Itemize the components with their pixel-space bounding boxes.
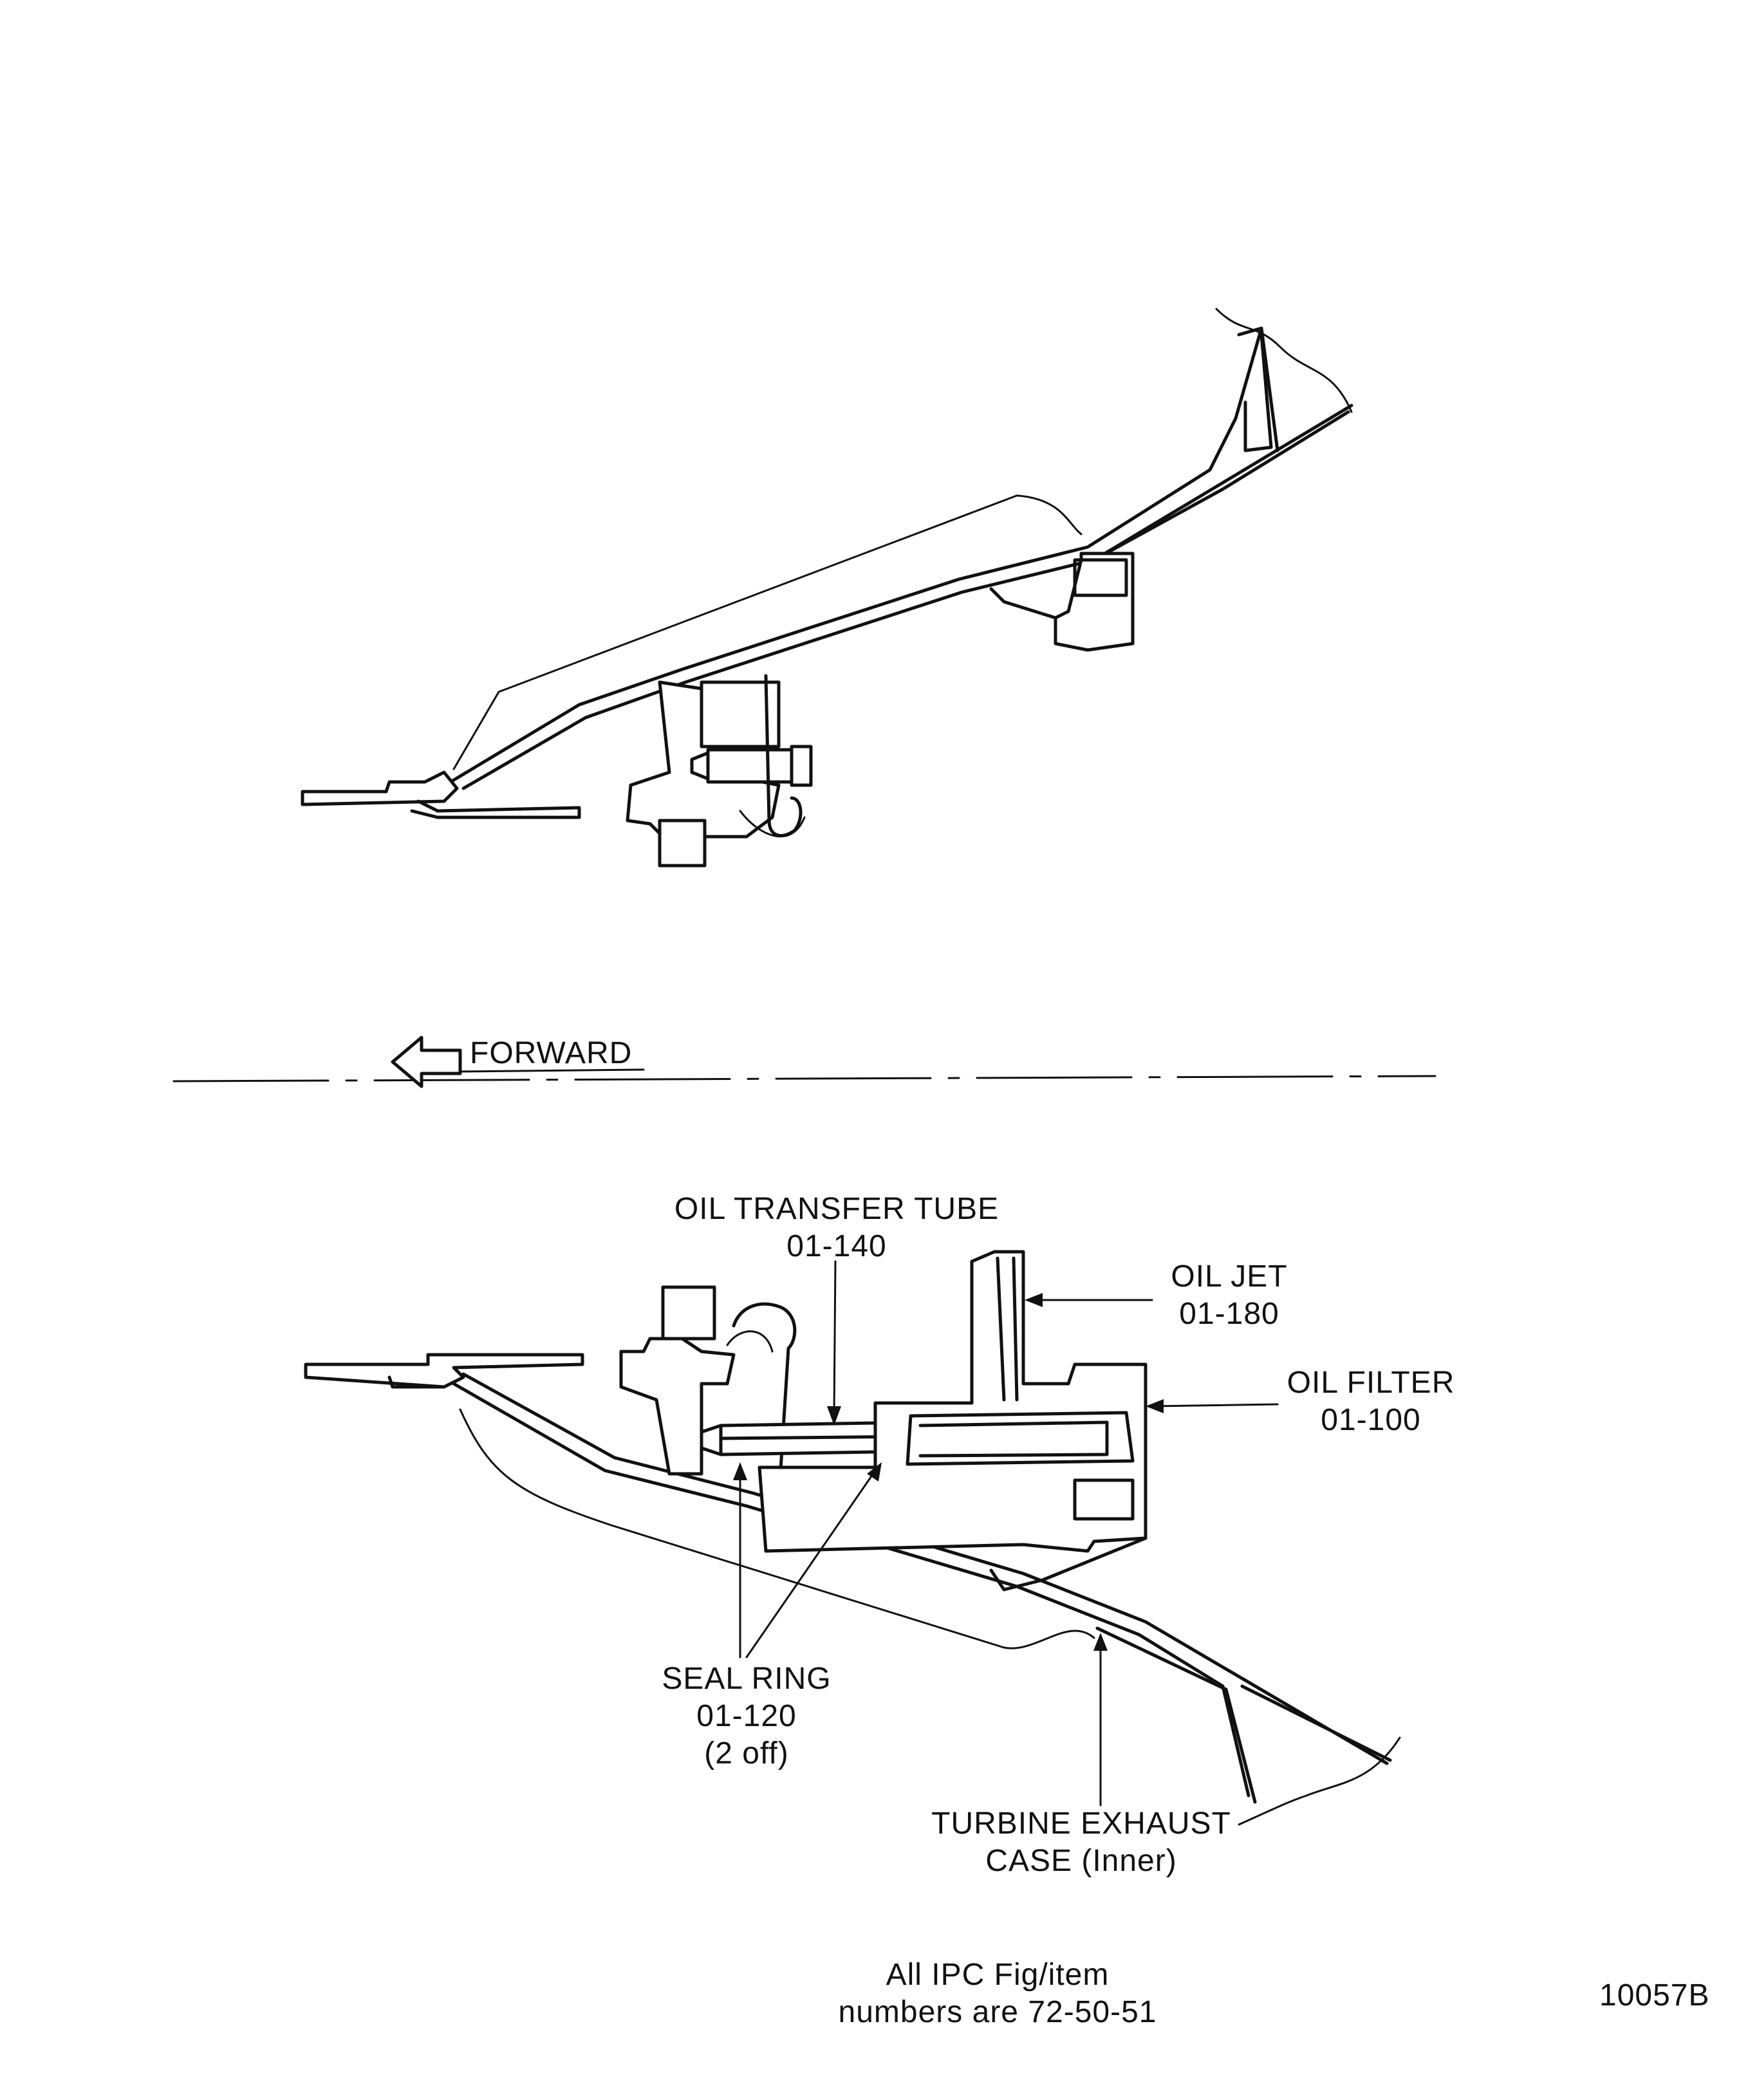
seal-ring-arrowhead-1 [733,1462,747,1480]
lower-lockwire [726,1330,774,1353]
ipc-footnote: All IPC Fig/item numbers are 72-50-51 [798,1956,1197,2031]
oil-transfer-tube-name: OIL TRANSFER TUBE [674,1192,999,1226]
oil-transfer-tube-ref: 01-140 [786,1229,887,1263]
turbine-exhaust-case-callout: TURBINE EXHAUST CASE (Inner) [920,1805,1242,1880]
callout-leaders [733,1260,1279,1807]
oil-jet-arrowhead [1025,1293,1043,1307]
ipc-footnote-line-1: All IPC Fig/item [886,1958,1110,1992]
engine-centreline [172,1036,1436,1088]
lower-tube-tip [700,1424,723,1456]
forward-arrow-icon [391,1036,462,1088]
upper-housing-cap [700,680,781,748]
oil-filter-callout: OIL FILTER 01-100 [1274,1364,1467,1439]
upper-tube-end [690,751,710,781]
upper-forward-flange [301,770,459,806]
upper-section-view [301,308,1353,868]
upper-break-line [1215,308,1353,413]
seal-ring-callout: SEAL RING 01-120 (2 off) [650,1660,843,1772]
lower-oil-jet-bore [996,1256,1019,1402]
centreline-dash-dot [172,1075,1436,1083]
oil-transfer-tube-callout: OIL TRANSFER TUBE 01-140 [656,1191,1017,1265]
lower-section-view [304,1250,1401,1826]
seal-ring-leader-2 [745,1469,877,1659]
oil-filter-name: OIL FILTER [1287,1366,1455,1400]
seal-ring-qty: (2 off) [704,1736,789,1770]
oil-filter-leader [1151,1403,1279,1408]
forward-label-underline [459,1068,645,1073]
oil-jet-ref: 01-180 [1179,1297,1279,1331]
oil-filter-ref: 01-100 [1321,1403,1421,1437]
lower-bearing-support [619,1337,736,1476]
forward-label: FORWARD [470,1036,633,1070]
turbine-exhaust-name: TURBINE EXHAUST [931,1807,1231,1841]
upper-tube-nut [790,745,813,787]
upper-lockwire [739,810,806,837]
oil-filter-arrowhead [1146,1399,1164,1413]
upper-casing-wall [449,326,1263,784]
seal-ring-arrowhead-2 [867,1462,882,1482]
lower-lockplate [732,1302,797,1501]
oil-transfer-tube-leader [833,1260,837,1414]
upper-rear-flange-bolt [1073,558,1128,597]
lower-break-line [1238,1736,1401,1826]
upper-boss-block [658,819,707,868]
upper-tube-body [706,748,794,784]
lower-forward-flange [304,1353,584,1389]
seal-ring-name: SEAL RING [662,1662,832,1696]
lower-oil-housing [758,1250,1148,1553]
upper-outer-case-line [452,494,1083,770]
upper-casing-wall-inner [461,410,1350,790]
upper-rear-flange [1054,552,1135,652]
turbine-exhaust-sub: CASE (Inner) [985,1844,1177,1878]
lower-forward-lip [387,1375,446,1389]
figure-id: 10057B [1599,1978,1710,2012]
seal-ring-ref: 01-120 [696,1699,797,1733]
oil-jet-name: OIL JET [1171,1259,1288,1294]
lower-rear-flange [989,1536,1148,1592]
turbine-exhaust-arrowhead [1093,1633,1108,1651]
lower-outer-case-line [459,1408,1095,1649]
oil-jet-callout: OIL JET 01-180 [1152,1258,1306,1333]
lower-filter-core [918,1420,1109,1458]
lower-boss-block [661,1285,716,1341]
lower-strut [1095,1626,1392,1804]
upper-strut-edge [1243,333,1273,452]
upper-rear-flange-lip [989,587,1057,620]
lower-filter-plug [1073,1478,1135,1521]
ipc-footnote-line-2: numbers are 72-50-51 [838,1995,1157,2029]
oil-transfer-tube-arrowhead [827,1406,841,1426]
upper-forward-lip [410,799,581,819]
